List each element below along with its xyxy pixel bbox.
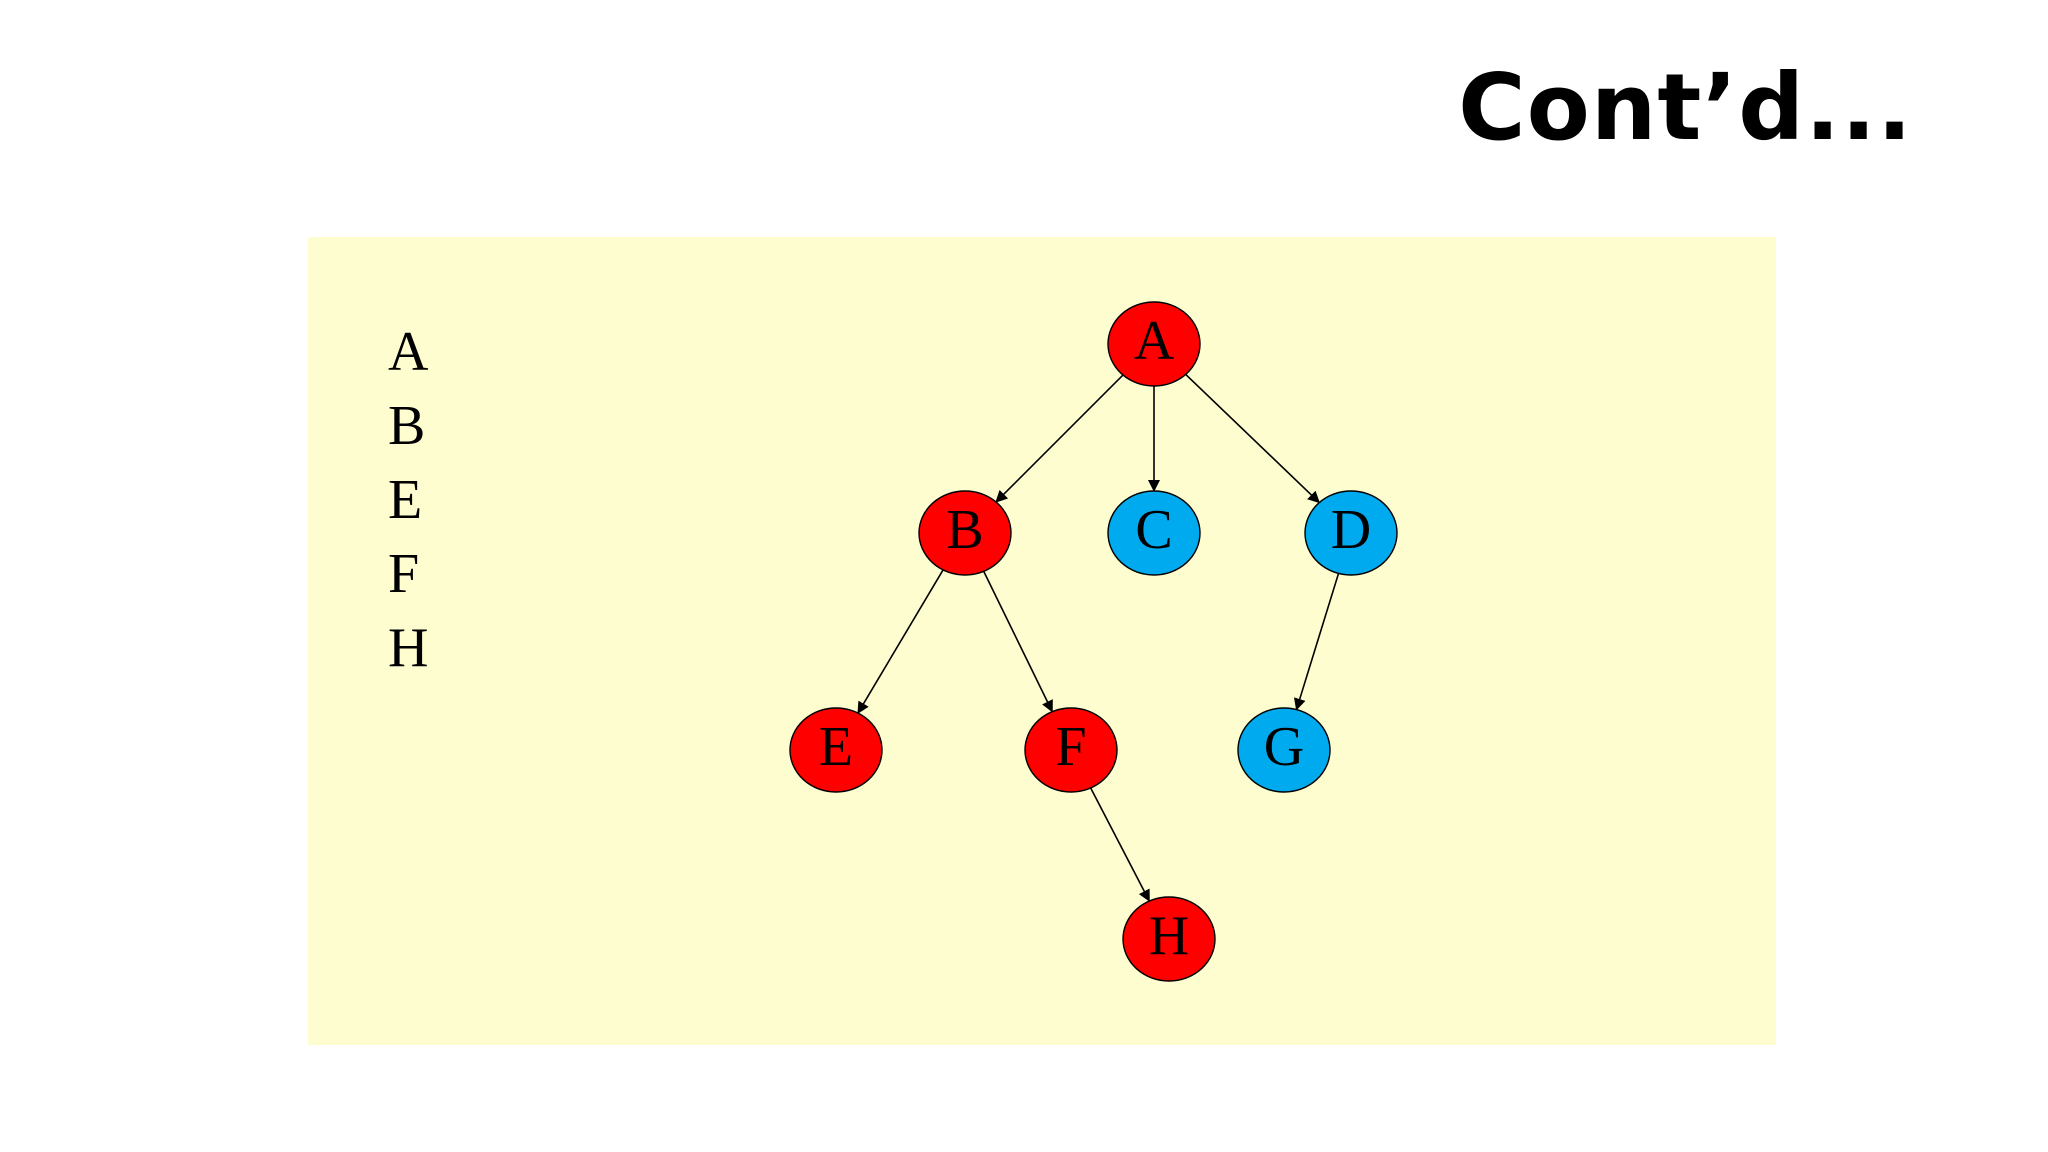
node-e: E bbox=[789, 707, 883, 793]
node-label: F bbox=[1055, 716, 1086, 778]
visit-order-item: B bbox=[388, 395, 426, 457]
node-label: G bbox=[1264, 716, 1304, 778]
node-circle bbox=[789, 707, 883, 793]
node-a: A bbox=[1107, 301, 1201, 387]
visit-order-item: A bbox=[388, 321, 429, 383]
node-label: A bbox=[1134, 310, 1175, 372]
node-h: H bbox=[1122, 896, 1216, 982]
node-label: H bbox=[1149, 905, 1189, 967]
node-circle bbox=[1122, 896, 1216, 982]
node-label: E bbox=[819, 716, 853, 778]
edge-a-d bbox=[1185, 373, 1321, 504]
node-label: D bbox=[1331, 499, 1371, 561]
node-circle bbox=[1107, 490, 1201, 576]
edge-a-b bbox=[995, 374, 1124, 503]
edge-f-h bbox=[1089, 787, 1151, 902]
node-circle bbox=[1107, 301, 1201, 387]
node-label: B bbox=[946, 499, 983, 561]
node-circle bbox=[1304, 490, 1398, 576]
node-d: D bbox=[1304, 490, 1398, 576]
visit-order-item: F bbox=[388, 543, 420, 605]
visit-order-item: E bbox=[388, 469, 423, 531]
node-circle bbox=[918, 490, 1012, 576]
node-b: B bbox=[918, 490, 1012, 576]
node-g: G bbox=[1237, 707, 1331, 793]
visit-order-list: A B E F H bbox=[388, 315, 428, 685]
edge-b-f bbox=[983, 571, 1053, 713]
edge-d-g bbox=[1293, 573, 1340, 711]
node-circle bbox=[1237, 707, 1331, 793]
edge-b-e bbox=[857, 569, 944, 714]
node-circle bbox=[1024, 707, 1118, 793]
tree-diagram: A B C D E F G H bbox=[789, 301, 1398, 982]
visit-order-item: H bbox=[388, 617, 429, 679]
node-f: F bbox=[1024, 707, 1118, 793]
node-label: C bbox=[1135, 499, 1172, 561]
node-c: C bbox=[1107, 490, 1201, 576]
slide-title: Cont’d... bbox=[1458, 54, 1913, 161]
